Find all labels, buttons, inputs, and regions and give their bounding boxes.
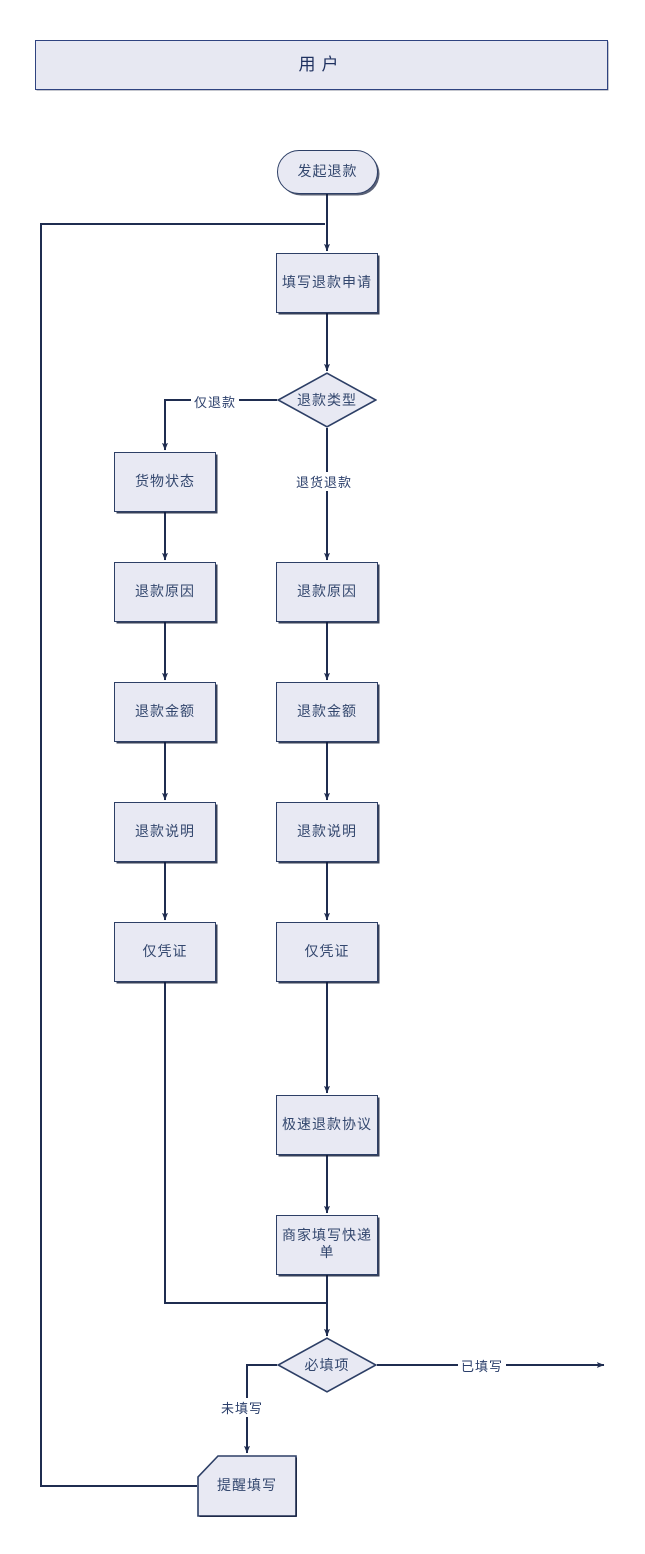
node-start-refund-label: 发起退款: [297, 163, 358, 180]
node-fast-refund-agreement-label: 极速退款协议: [282, 1116, 372, 1133]
lane-header-label: 用户: [298, 54, 345, 75]
edge-label-not-filled: 未填写: [218, 1398, 267, 1417]
node-proof-only-left[interactable]: 仅凭证: [114, 922, 216, 982]
diamond-shape: [277, 372, 377, 428]
node-refund-reason-left-label: 退款原因: [135, 583, 195, 600]
node-remind-to-fill[interactable]: 提醒填写: [197, 1455, 297, 1517]
diamond-shape: [277, 1337, 377, 1393]
node-refund-description-right-label: 退款说明: [297, 823, 357, 840]
edge-label-only-refund: 仅退款: [191, 392, 240, 411]
node-required-fields-decision[interactable]: 必填项: [277, 1337, 377, 1393]
node-fast-refund-agreement[interactable]: 极速退款协议: [276, 1095, 378, 1155]
edge-required-not-filled: [243, 1364, 277, 1454]
node-refund-reason-right-label: 退款原因: [297, 583, 357, 600]
node-goods-status[interactable]: 货物状态: [114, 452, 216, 512]
node-goods-status-label: 货物状态: [135, 473, 195, 490]
node-proof-only-right-label: 仅凭证: [304, 943, 350, 960]
node-merchant-fill-express-label: 商家填写快递单: [282, 1228, 372, 1261]
node-start-refund[interactable]: 发起退款: [277, 150, 378, 194]
node-refund-description-right[interactable]: 退款说明: [276, 802, 378, 862]
lane-header-user: 用户: [35, 40, 608, 90]
node-fill-refund-application-label: 填写退款申请: [282, 274, 372, 291]
edge-type-to-goods: [161, 399, 277, 451]
edge-label-return-refund: 退货退款: [293, 472, 356, 491]
node-refund-type-decision[interactable]: 退款类型: [277, 372, 377, 428]
node-refund-type-decision-label: 退款类型: [297, 393, 357, 409]
node-refund-amount-left[interactable]: 退款金额: [114, 682, 216, 742]
edge-remind-loop-back: [40, 223, 325, 1487]
node-refund-amount-left-label: 退款金额: [135, 703, 195, 720]
chamfer-shape: [197, 1455, 297, 1517]
node-refund-description-left[interactable]: 退款说明: [114, 802, 216, 862]
node-required-fields-decision-label: 必填项: [304, 1358, 350, 1374]
node-refund-reason-left[interactable]: 退款原因: [114, 562, 216, 622]
node-fill-refund-application[interactable]: 填写退款申请: [276, 253, 378, 313]
node-refund-amount-right-label: 退款金额: [297, 703, 357, 720]
node-proof-only-left-label: 仅凭证: [142, 943, 188, 960]
node-refund-description-left-label: 退款说明: [135, 823, 195, 840]
node-remind-to-fill-label: 提醒填写: [217, 1477, 277, 1494]
node-merchant-fill-express[interactable]: 商家填写快递单: [276, 1215, 378, 1275]
edge-proof-left-to-join: [164, 982, 327, 1304]
node-proof-only-right[interactable]: 仅凭证: [276, 922, 378, 982]
node-refund-amount-right[interactable]: 退款金额: [276, 682, 378, 742]
edge-label-filled: 已填写: [458, 1356, 507, 1375]
node-refund-reason-right[interactable]: 退款原因: [276, 562, 378, 622]
